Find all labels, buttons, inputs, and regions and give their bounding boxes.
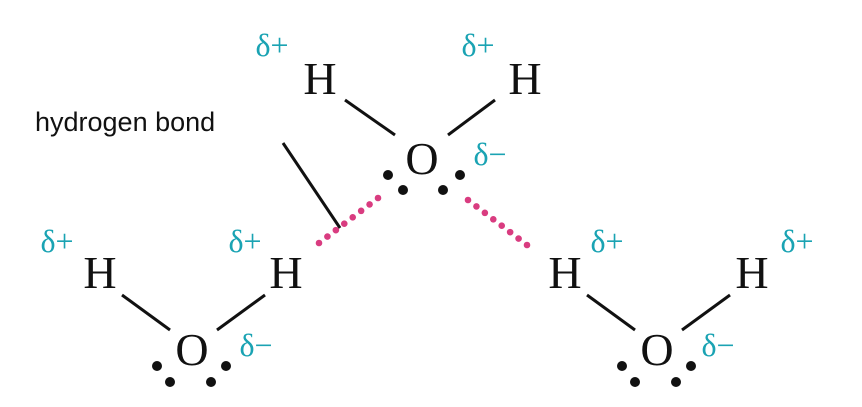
hydrogen-atom: H [83, 247, 116, 298]
partial-positive-charge: δ+ [40, 223, 73, 259]
label-leader-line [281, 142, 342, 229]
lone-pairs [617, 361, 696, 387]
water-molecule-right: H H O δ+ δ+ δ− [548, 223, 814, 387]
oxygen-atom: O [405, 133, 438, 184]
partial-positive-charge: δ+ [590, 223, 623, 259]
oxygen-atom: O [640, 324, 673, 375]
lone-pairs [152, 361, 231, 387]
partial-negative-charge: δ− [239, 327, 272, 363]
covalent-bond [681, 293, 731, 332]
lone-pairs [383, 170, 465, 195]
hydrogen-bond [464, 196, 531, 249]
hydrogen-atom: H [548, 247, 581, 298]
covalent-bond [121, 293, 171, 332]
water-molecule-left: H H O δ+ δ+ δ− [40, 223, 303, 387]
covalent-bond [447, 98, 496, 137]
covalent-bond [216, 293, 266, 332]
water-molecule-top: H H O δ+ δ+ δ− [255, 27, 542, 195]
partial-positive-charge: δ+ [461, 27, 494, 63]
hydrogen-bond [315, 194, 382, 247]
partial-positive-charge: δ+ [780, 223, 813, 259]
partial-positive-charge: δ+ [228, 223, 261, 259]
partial-positive-charge: δ+ [255, 27, 288, 63]
hydrogen-atom: H [508, 53, 541, 104]
partial-negative-charge: δ− [473, 136, 506, 172]
hydrogen-atom: H [269, 247, 302, 298]
hydrogen-atom: H [735, 247, 768, 298]
covalent-bond [586, 293, 636, 332]
covalent-bond [344, 98, 396, 137]
hydrogen-atom: H [303, 53, 336, 104]
hydrogen-bond-label: hydrogen bond [35, 107, 215, 137]
partial-negative-charge: δ− [701, 327, 734, 363]
oxygen-atom: O [175, 324, 208, 375]
